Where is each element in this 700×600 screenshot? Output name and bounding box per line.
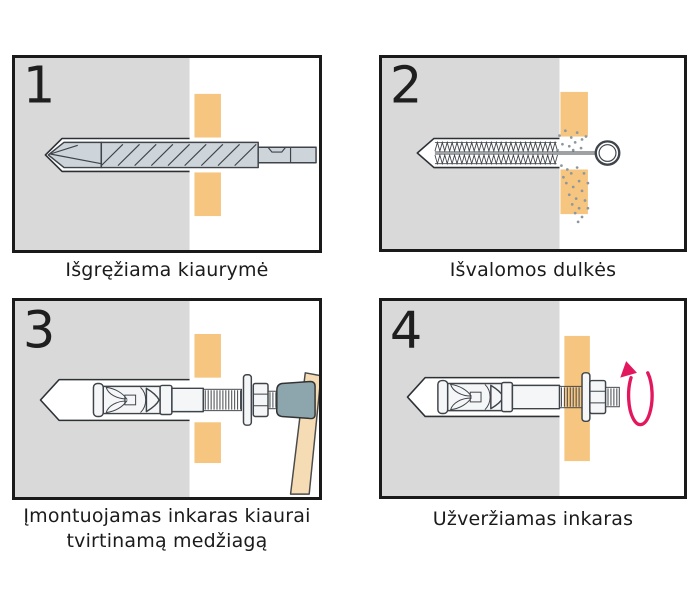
anchor-shaft	[171, 387, 205, 413]
drill-flutes	[100, 141, 259, 169]
step-2-illustration: 2	[382, 58, 621, 249]
anchor-expansion-ring	[437, 379, 449, 415]
fixture-material-top	[194, 333, 221, 378]
dust-particles	[556, 129, 590, 224]
hammer-icon	[275, 372, 319, 495]
fixture-material-bottom	[194, 422, 221, 464]
step-3-caption: Įmontuojamas inkaras kiaurai tvirtinamą …	[12, 504, 322, 554]
brush-bristles-top	[434, 140, 558, 153]
step-4-caption: Užveržiamas inkaras	[379, 507, 687, 532]
rotation-arrow-icon	[620, 361, 654, 427]
washer	[242, 374, 253, 426]
anchor-collar	[159, 384, 173, 416]
step-1-panel: 1	[12, 55, 322, 253]
cleaning-brush-illustration	[434, 140, 621, 166]
brush-bristles-bottom	[434, 153, 558, 166]
step-1-illustration: 1	[15, 58, 317, 250]
step-number: 3	[23, 301, 55, 360]
drill-bit-illustration	[47, 141, 317, 169]
wedge-anchor-illustration	[437, 372, 620, 423]
anchor-expansion-ring	[92, 382, 104, 418]
caption-line: tvirtinamą medžiagą	[66, 530, 268, 552]
fixture-material-bottom	[194, 172, 221, 217]
step-4-illustration: 4	[382, 301, 654, 496]
step-number: 2	[390, 58, 422, 115]
step-3-illustration: 3	[15, 301, 319, 497]
hammer-head	[275, 380, 316, 420]
anchor-thread	[202, 388, 243, 412]
hex-nut	[589, 379, 607, 415]
step-2-panel: 2	[379, 55, 687, 252]
step-2-caption: Išvalomos dulkės	[379, 258, 687, 283]
caption-line: Išgręžiama kiaurymė	[65, 259, 269, 281]
drill-shank	[257, 146, 317, 164]
anchor-shaft	[511, 384, 561, 410]
step-1-caption: Išgręžiama kiaurymė	[12, 258, 322, 283]
anchor-collar	[500, 381, 514, 413]
fixture-material-bottom	[560, 169, 588, 215]
fixture-material-top	[194, 93, 221, 138]
fixture-material-top	[560, 91, 588, 137]
wedge-anchor-illustration	[92, 374, 278, 426]
step-3-panel: 3	[12, 298, 322, 500]
step-number: 1	[23, 58, 55, 115]
step-number: 4	[390, 301, 422, 360]
thread-tip	[605, 386, 620, 408]
caption-line: Užveržiamas inkaras	[432, 508, 634, 530]
caption-line: Įmontuojamas inkaras kiaurai	[23, 505, 311, 527]
caption-line: Išvalomos dulkės	[449, 259, 617, 281]
step-4-panel: 4	[379, 298, 687, 499]
washer	[581, 372, 591, 423]
hex-nut	[252, 382, 269, 418]
